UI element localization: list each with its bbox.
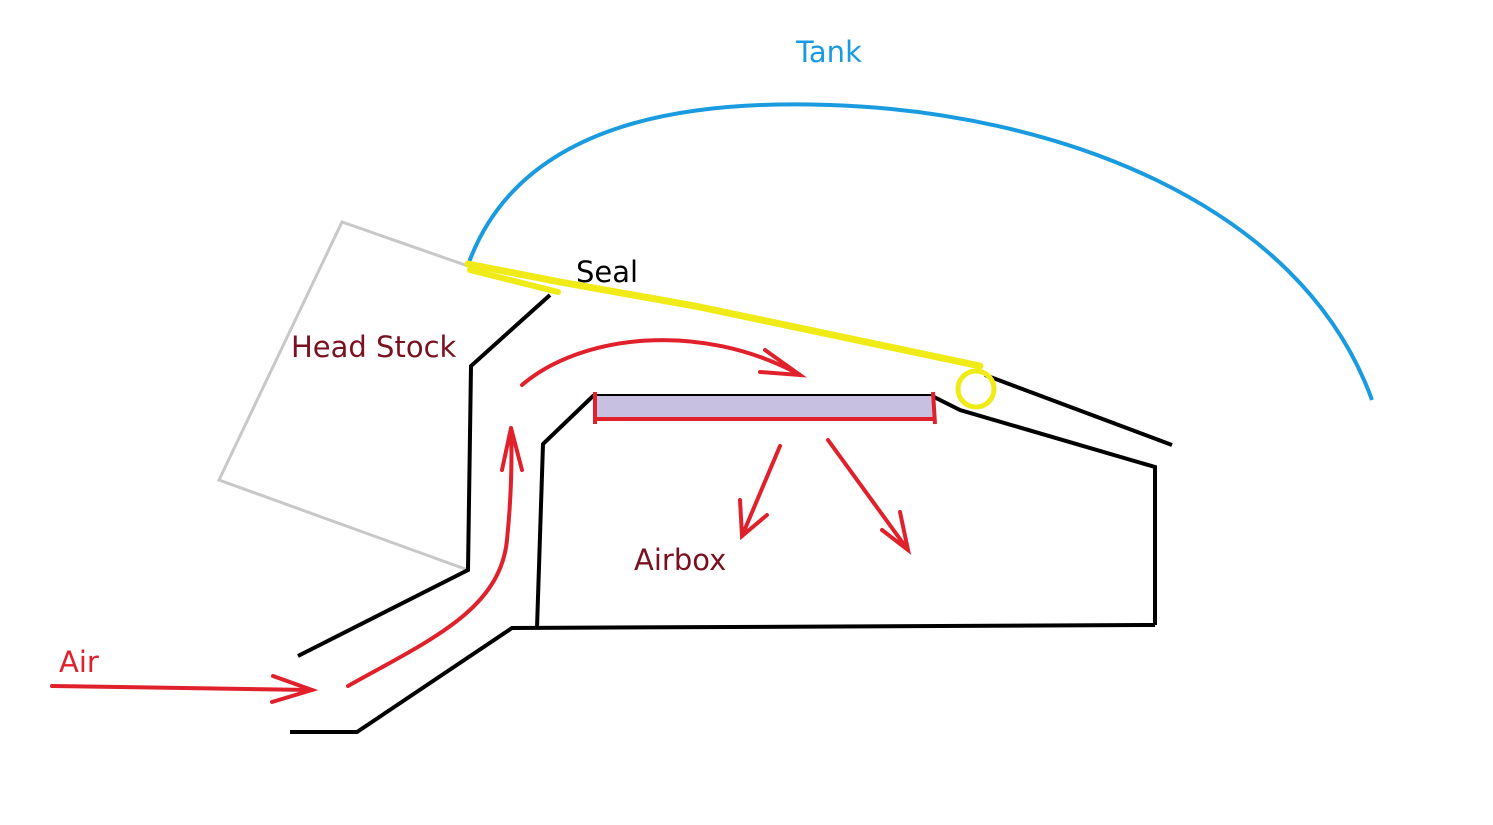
air-filter <box>595 396 933 418</box>
head-stock-outline <box>216 220 469 572</box>
air-label: Air <box>59 645 99 679</box>
outlet-flow-arrow-left <box>738 444 782 541</box>
airbox-label: Airbox <box>634 543 727 577</box>
head-stock-label: Head Stock <box>291 330 457 364</box>
outlet-flow-arrow-right <box>826 438 912 555</box>
seal-label: Seal <box>576 255 639 289</box>
seal-strip <box>464 260 984 370</box>
seal-hinge-icon <box>955 368 997 410</box>
air-inlet-arrow <box>50 674 319 704</box>
air-filter-right-edge <box>931 391 937 425</box>
duct-upper-wall <box>297 293 552 658</box>
duct-flow-arrow <box>346 426 524 688</box>
frame-top-rail <box>984 373 1173 447</box>
airbox-body <box>535 394 1157 629</box>
seal-lip <box>467 267 561 295</box>
tank-outline <box>466 102 1374 401</box>
duct-lower-wall <box>290 623 1156 734</box>
tank-label: Tank <box>796 35 862 69</box>
upper-flow-arrow <box>520 338 807 387</box>
